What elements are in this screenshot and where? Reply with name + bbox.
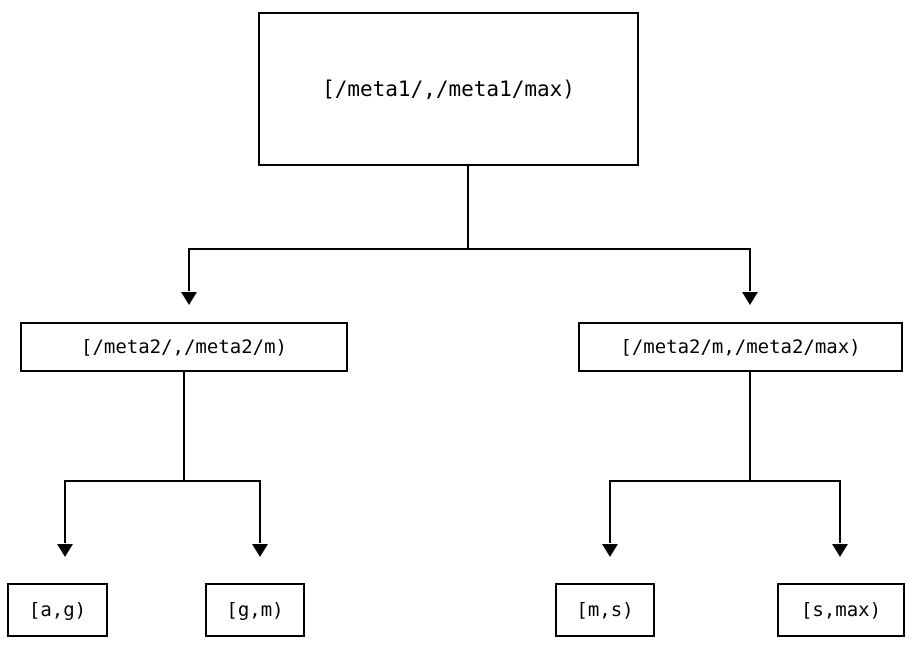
tree-node-leaf-ag[interactable]: [a,g) xyxy=(7,583,108,637)
arrowhead-down-icon-mid-right xyxy=(742,292,758,305)
tree-node-mid-left[interactable]: [/meta2/,/meta2/m) xyxy=(20,322,348,372)
arrowhead-down-icon-leaf-smax xyxy=(832,544,848,557)
tree-node-leaf-gm[interactable]: [g,m) xyxy=(205,583,305,637)
arrowhead-down-icon-leaf-ms xyxy=(602,544,618,557)
edge-mid-left-stem xyxy=(183,372,185,481)
tree-node-root[interactable]: [/meta1/,/meta1/max) xyxy=(258,12,639,166)
edge-root-to-mid-right-drop xyxy=(749,248,751,291)
edge-mid-left-to-leaf-gm-drop xyxy=(259,480,261,543)
edge-mid-left-crossbar xyxy=(64,480,261,482)
edge-mid-right-to-leaf-smax-drop xyxy=(839,480,841,543)
edge-root-crossbar xyxy=(188,248,750,250)
arrowhead-down-icon-mid-left xyxy=(181,292,197,305)
tree-node-mid-right[interactable]: [/meta2/m,/meta2/max) xyxy=(578,322,903,372)
edge-root-stem xyxy=(467,166,469,249)
edge-mid-right-stem xyxy=(749,372,751,481)
arrowhead-down-icon-leaf-ag xyxy=(57,544,73,557)
edge-mid-right-to-leaf-ms-drop xyxy=(609,480,611,543)
tree-node-leaf-ms[interactable]: [m,s) xyxy=(555,583,655,637)
edge-mid-left-to-leaf-ag-drop xyxy=(64,480,66,543)
tree-node-leaf-smax[interactable]: [s,max) xyxy=(777,583,905,637)
edge-mid-right-crossbar xyxy=(609,480,841,482)
arrowhead-down-icon-leaf-gm xyxy=(252,544,268,557)
edge-root-to-mid-left-drop xyxy=(188,248,190,291)
